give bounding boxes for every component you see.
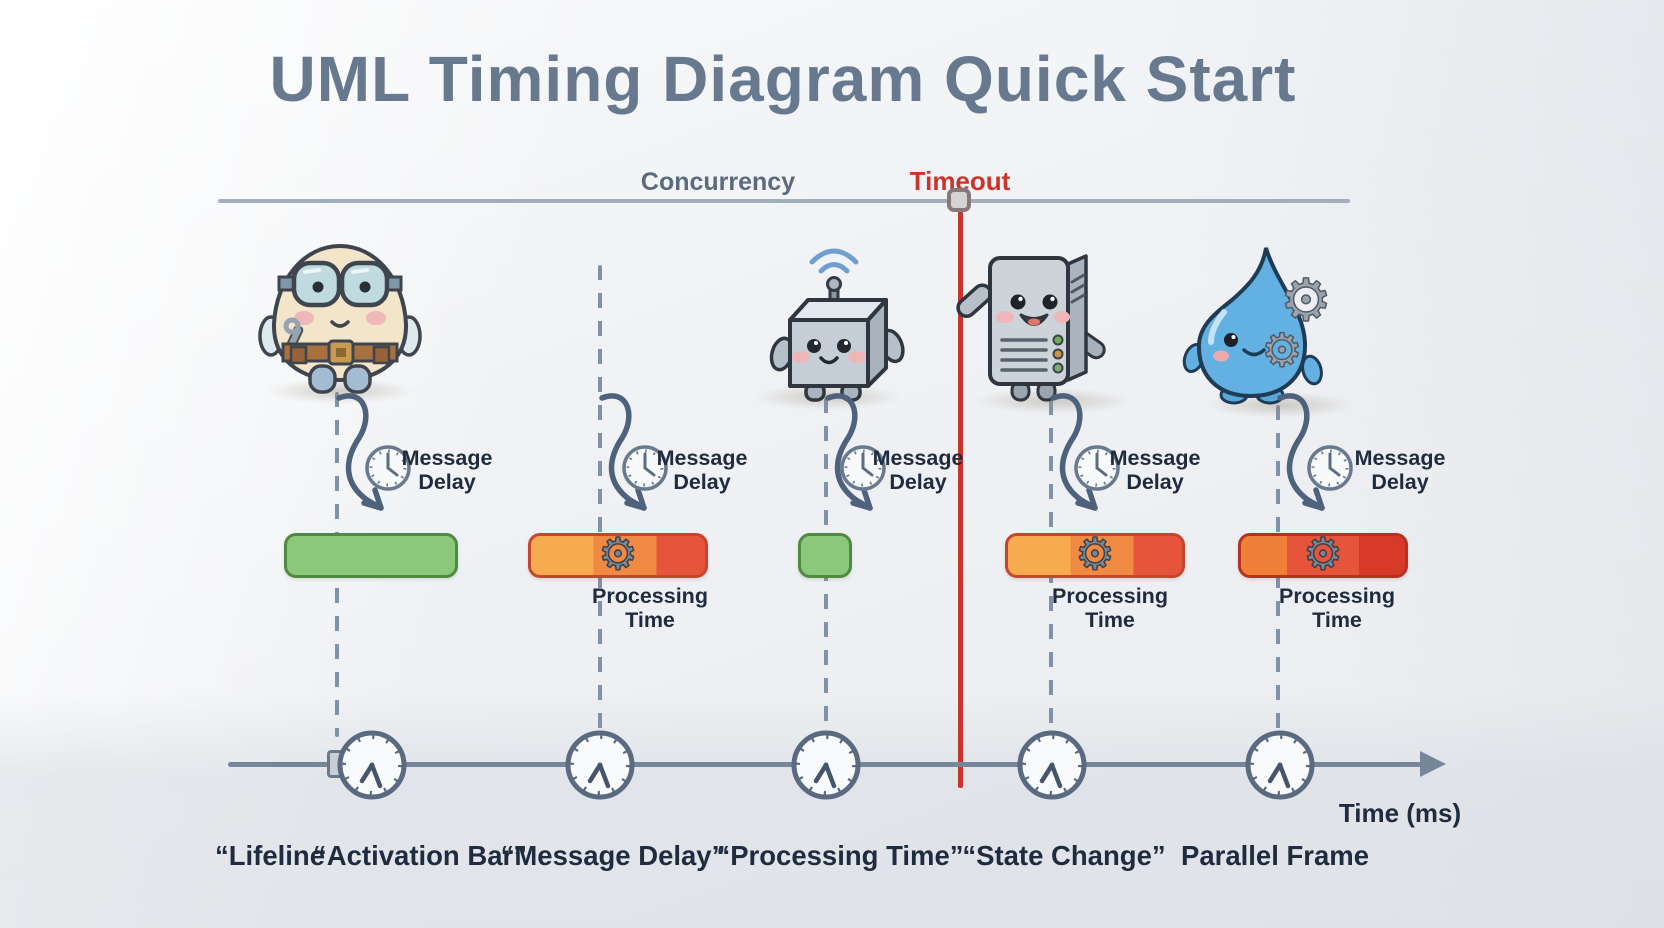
lifeline-2 xyxy=(598,265,602,737)
message-delay-label: Message Delay xyxy=(1354,446,1446,494)
glossary-lifeline: “Lifeline xyxy=(214,840,326,871)
message-delay-label: Message Delay xyxy=(872,446,964,494)
processing-time-label: Processing Time xyxy=(592,584,708,632)
activation-bar-2: ⚙ xyxy=(528,529,708,579)
time-axis-arrowhead xyxy=(1420,751,1446,777)
character-server-tower xyxy=(928,230,1118,409)
message-delay-label: Message Delay xyxy=(656,446,748,494)
character-engineer-mascot xyxy=(255,230,425,400)
message-arrow xyxy=(336,393,384,511)
message-delay-label: Message Delay xyxy=(401,446,493,494)
clock-icon xyxy=(1017,730,1087,800)
clock-icon xyxy=(1307,445,1353,491)
glossary-processing-time: “Processing Time” xyxy=(716,840,964,871)
gear-icon: ⚙ xyxy=(1303,529,1344,579)
clock-icon xyxy=(622,445,668,491)
clock-icon xyxy=(1074,445,1120,491)
glossary-activation-bar: “Activation Bar” xyxy=(313,840,527,871)
activation-bar-4: ⚙ xyxy=(1005,529,1185,579)
page-title: UML Timing Diagram Quick Start xyxy=(269,43,1297,115)
character-cube-robot xyxy=(742,228,912,409)
timeout-line xyxy=(958,211,963,788)
activation-bar-5: ⚙ xyxy=(1238,529,1408,579)
clock-icon xyxy=(840,445,886,491)
concurrency-frame-line xyxy=(218,199,1350,203)
activation-bar-1 xyxy=(284,533,458,578)
glossary-message-delay: “Message Delay” xyxy=(500,840,726,871)
clock-icon xyxy=(337,730,407,800)
clock-icon xyxy=(1245,730,1315,800)
gear-icon: ⚙ xyxy=(1280,268,1332,333)
concurrency-label: Concurrency xyxy=(640,168,796,196)
gear-icon: ⚙ xyxy=(1261,324,1302,376)
gear-icon: ⚙ xyxy=(598,529,639,579)
message-delay-label: Message Delay xyxy=(1109,446,1201,494)
message-arrow xyxy=(1050,393,1098,511)
timeout-marker xyxy=(947,188,971,212)
character-water-droplet: ⚙ ⚙ xyxy=(1158,238,1343,411)
message-arrow xyxy=(825,393,873,511)
processing-time-label: Processing Time xyxy=(1052,584,1168,632)
message-arrow xyxy=(1277,393,1325,511)
gear-icon: ⚙ xyxy=(1075,529,1116,579)
message-arrow xyxy=(599,393,647,511)
time-axis-label: Time (ms) xyxy=(1338,798,1462,828)
glossary-state-change: “State Change” xyxy=(962,840,1166,871)
glossary-parallel-frame: Parallel Frame xyxy=(1180,840,1370,871)
activation-bar-3 xyxy=(798,533,852,578)
clock-icon xyxy=(565,730,635,800)
clock-icon xyxy=(791,730,861,800)
clock-icon xyxy=(365,445,411,491)
processing-time-label: Processing Time xyxy=(1279,584,1395,632)
